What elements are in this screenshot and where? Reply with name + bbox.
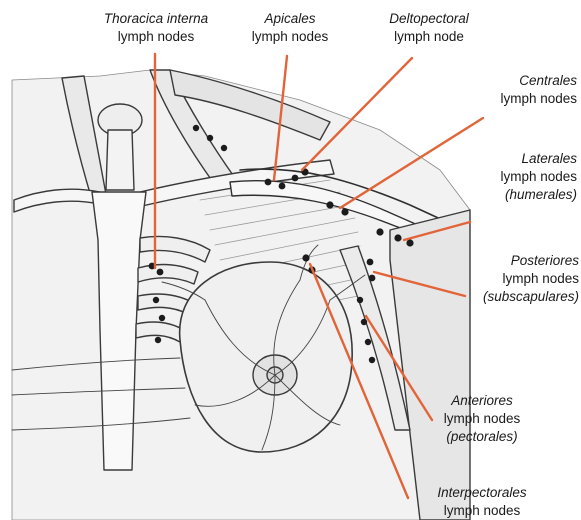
node-apicales-3 (292, 175, 299, 182)
node-anteriores-4 (369, 357, 375, 363)
node-thoracica-interna-2 (157, 269, 164, 276)
label-posteriores: Posteriores lymph nodes (subscapulares) (449, 252, 579, 306)
label-apicales-name: Apicales (240, 10, 340, 28)
label-posteriores-alt: (subscapulares) (449, 288, 579, 306)
node-centrales-1 (326, 201, 333, 208)
label-laterales-sub: lymph nodes (457, 168, 577, 186)
node-posteriores-1 (367, 259, 374, 266)
node-thoracica-interna-3 (153, 297, 159, 303)
label-posteriores-sub: lymph nodes (449, 270, 579, 288)
trachea (106, 130, 134, 190)
label-interpectorales-sub: lymph nodes (418, 502, 546, 520)
label-laterales: Laterales lymph nodes (humerales) (457, 150, 577, 204)
anatomy-drawing (12, 70, 470, 520)
label-deltopectoral-name: Deltopectoral (370, 10, 488, 28)
node-laterales-1 (376, 228, 383, 235)
label-apicales: Apicales lymph nodes (240, 10, 340, 46)
node-centrales-2 (341, 208, 348, 215)
node-laterales-3 (406, 239, 413, 246)
label-interpectorales: Interpectorales lymph nodes (418, 484, 546, 520)
label-centrales: Centrales lymph nodes (457, 72, 577, 108)
label-deltopectoral-sub: lymph node (370, 28, 488, 46)
node-apicales-2 (279, 183, 286, 190)
node-neck-2 (207, 135, 213, 141)
node-anteriores-1 (357, 297, 363, 303)
label-thoracica-interna-name: Thoracica interna (80, 10, 232, 28)
node-thoracica-interna-5 (155, 337, 161, 343)
node-interpectorales-1 (302, 254, 309, 261)
node-posteriores-2 (369, 275, 376, 282)
label-thoracica-interna-sub: lymph nodes (80, 28, 232, 46)
node-laterales-2 (394, 234, 401, 241)
node-thoracica-interna-4 (159, 315, 165, 321)
label-posteriores-name: Posteriores (449, 252, 579, 270)
label-anteriores-alt: (pectorales) (432, 428, 532, 446)
label-anteriores-name: Anteriores (432, 392, 532, 410)
label-laterales-alt: (humerales) (457, 186, 577, 204)
label-centrales-name: Centrales (457, 72, 577, 90)
label-interpectorales-name: Interpectorales (418, 484, 546, 502)
node-anteriores-2 (361, 319, 367, 325)
label-deltopectoral: Deltopectoral lymph node (370, 10, 488, 46)
node-neck-3 (221, 145, 227, 151)
label-anteriores-sub: lymph nodes (432, 410, 532, 428)
label-apicales-sub: lymph nodes (240, 28, 340, 46)
node-apicales-1 (265, 179, 272, 186)
label-anteriores: Anteriores lymph nodes (pectorales) (432, 392, 532, 446)
node-anteriores-3 (365, 339, 371, 345)
label-thoracica-interna: Thoracica interna lymph nodes (80, 10, 232, 46)
label-laterales-name: Laterales (457, 150, 577, 168)
node-neck-1 (193, 125, 199, 131)
label-centrales-sub: lymph nodes (457, 90, 577, 108)
